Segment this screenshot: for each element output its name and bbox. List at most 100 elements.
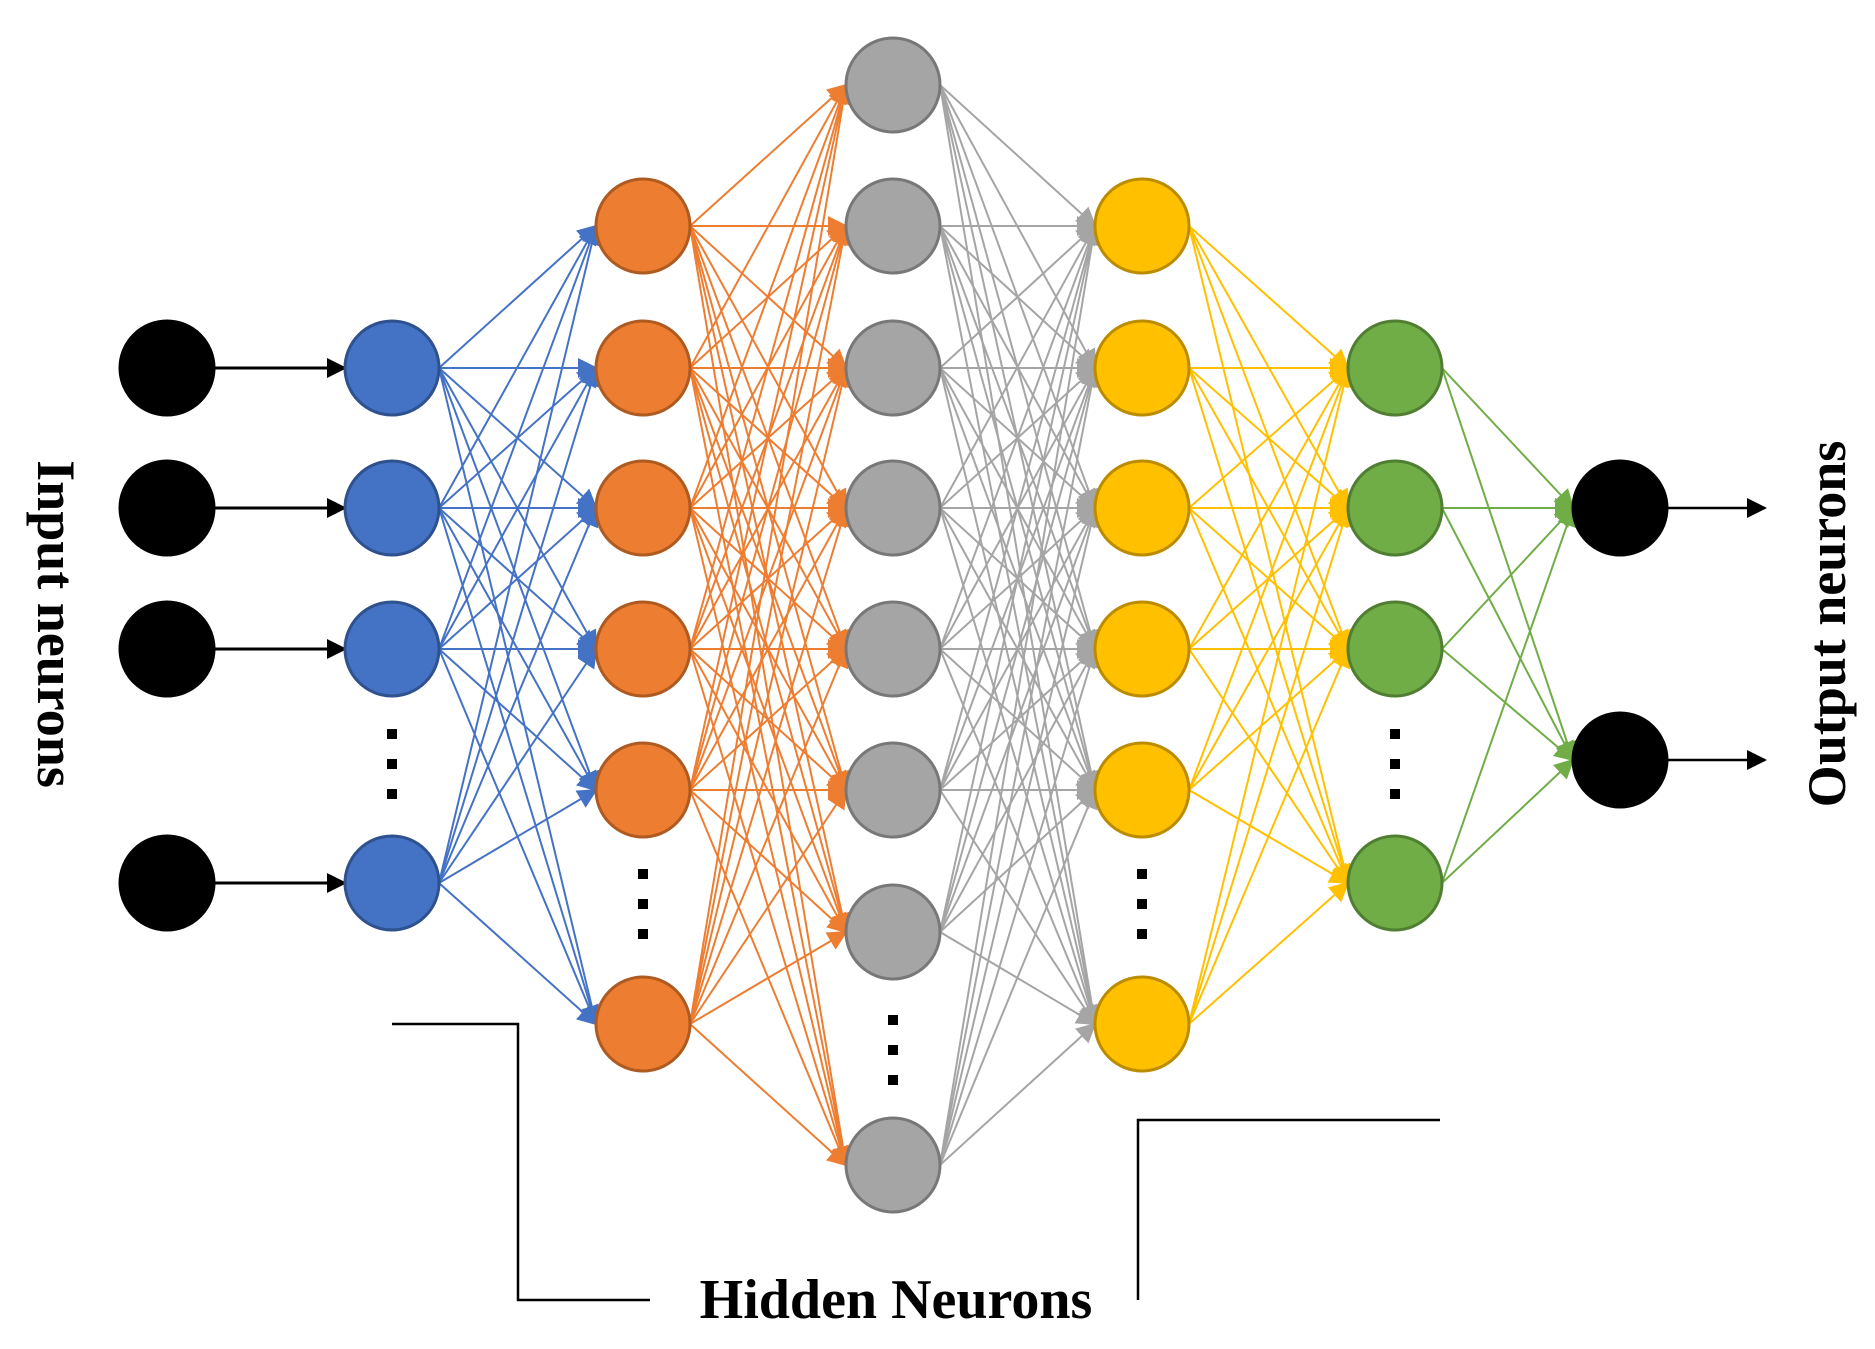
layer-4-connection [1188, 225, 1354, 885]
layer-3-connection [939, 647, 1100, 1166]
layer-4-connection [1188, 506, 1349, 791]
layer-1-connection [438, 882, 598, 1026]
ellipsis-dot [888, 1075, 898, 1085]
ellipsis-dot [638, 899, 648, 909]
hidden3-neuron [844, 741, 942, 839]
hidden4-neuron [1093, 177, 1191, 275]
ellipsis-dot [1390, 729, 1400, 739]
connections [214, 83, 1767, 1167]
layer-2-connection [689, 366, 850, 791]
hidden2-neuron [594, 741, 692, 839]
hidden3-ellipsis [888, 1015, 898, 1085]
layer-2-connection [689, 789, 848, 934]
hidden1-neuron [343, 600, 441, 698]
hidden-neurons-label: Hidden Neurons [700, 1269, 1093, 1331]
layer-4-connection [1188, 366, 1349, 650]
ellipsis-dot [387, 759, 397, 769]
layer-4-connection [1188, 367, 1353, 885]
layer-5-connection [1441, 506, 1575, 650]
layer-4-connection [1188, 881, 1350, 1025]
layer-5-connection [1441, 367, 1575, 510]
input-neuron [118, 834, 216, 932]
hidden5-neuron [1346, 834, 1444, 932]
layer-3-connection [939, 225, 1102, 1026]
layer-5-connection [1441, 507, 1574, 762]
hidden4-neuron [1093, 459, 1191, 557]
hidden4-neuron [1093, 600, 1191, 698]
input-neuron [118, 319, 216, 417]
layer-5-connection [1441, 758, 1575, 884]
input-neuron [118, 459, 216, 557]
layer-5-connection [1441, 648, 1575, 762]
layer-3-connection [939, 224, 1102, 1166]
layer-1-connection [438, 647, 598, 884]
layer-1-connection [438, 366, 601, 884]
layer-1-connection [438, 224, 602, 884]
hidden3-neuron [844, 600, 942, 698]
hidden2-neuron [594, 600, 692, 698]
hidden1-neuron [343, 459, 441, 557]
hidden-bracket-right [1136, 1118, 1440, 1300]
ellipsis-dot [1137, 899, 1147, 909]
hidden5-ellipsis [1390, 729, 1400, 799]
hidden5-neuron [1346, 459, 1444, 557]
layer-3-connection [939, 224, 1100, 791]
layer-3-connection [939, 224, 1097, 369]
layer-2-connection [689, 83, 852, 791]
output-neuron [1571, 459, 1669, 557]
ellipsis-dot [888, 1015, 898, 1025]
hidden4-neuron [1093, 319, 1191, 417]
layer-2-connection [689, 224, 853, 1025]
layer-3-connection [939, 224, 1099, 650]
ellipses [387, 729, 1400, 1085]
layer-5-connection [1441, 506, 1577, 884]
layer-3-connection [939, 506, 1101, 1166]
hidden2-ellipsis [638, 869, 648, 939]
hidden3-neuron [844, 883, 942, 981]
layer-2-connection [689, 83, 851, 650]
layer-1-connection [438, 506, 599, 884]
ellipsis-dot [387, 789, 397, 799]
hidden-bracket [392, 1022, 1440, 1302]
layer-3-connection [939, 788, 1097, 933]
hidden2-neuron [594, 459, 692, 557]
hidden5-neuron [1346, 319, 1444, 417]
layer-4-connection [1188, 225, 1350, 370]
layer-1-connection [438, 366, 597, 650]
hidden1-ellipsis [387, 729, 397, 799]
layer-4-connection [1188, 366, 1352, 791]
layer-3-connection [939, 366, 1102, 1166]
layer-3-connection [939, 366, 1100, 933]
layer-2-connection [689, 647, 849, 1025]
output-neurons-label: Output neurons [1797, 441, 1857, 808]
layer-3-connection [939, 224, 1096, 509]
hidden3-neuron [844, 459, 942, 557]
layer-3-connection [939, 1022, 1097, 1166]
layer-2-connection [689, 83, 850, 509]
ellipsis-dot [888, 1045, 898, 1055]
layer-2-connection [689, 1023, 848, 1167]
hidden1-neuron [343, 834, 441, 932]
output-neuron [1571, 711, 1669, 809]
layer-2-connection [689, 83, 848, 227]
layer-4-connection [1188, 366, 1354, 1025]
layer-3-connection [939, 506, 1099, 933]
layer-3-connection [939, 84, 1097, 228]
ellipsis-dot [638, 869, 648, 879]
layer-4-connection [1188, 506, 1353, 1025]
hidden3-neuron [844, 36, 942, 134]
layer-1-connection [438, 224, 598, 369]
layer-3-connection [939, 224, 1101, 933]
hidden3-neuron [844, 319, 942, 417]
layer-2-connection [689, 83, 847, 369]
hidden3-neuron [844, 177, 942, 275]
layer-2-connection [689, 647, 848, 791]
layer-1-connection [438, 224, 597, 509]
layer-3-connection [939, 647, 1096, 933]
layer-1-connection [438, 224, 600, 650]
ellipsis-dot [1137, 869, 1147, 879]
neurons [118, 36, 1669, 1214]
hidden2-neuron [594, 975, 692, 1073]
layer-3-connection [939, 84, 1102, 1026]
